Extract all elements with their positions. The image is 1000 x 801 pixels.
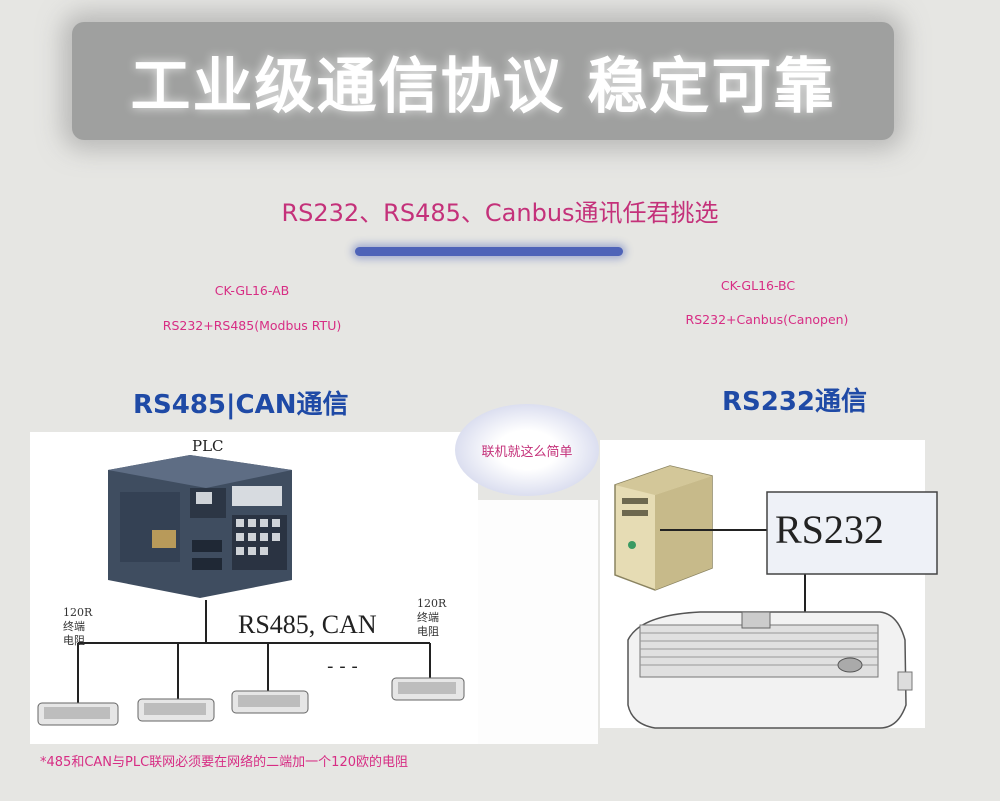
- bus-wiring: [77, 600, 431, 704]
- resistor-right-line1: 120R: [417, 597, 447, 610]
- left-panel-extension: [478, 500, 598, 744]
- resistor-right-line3: 电阻: [417, 625, 439, 638]
- bus-module-2-icon: [137, 698, 215, 722]
- bus-ellipsis: - - -: [327, 656, 358, 677]
- left-model-spec: RS232+RS485(Modbus RTU): [162, 318, 342, 333]
- bus-label: RS485, CAN: [238, 610, 377, 639]
- resistor-right-line2: 终端: [417, 611, 439, 624]
- resistor-left-line1: 120R: [63, 606, 93, 619]
- bus-module-4-icon: [391, 677, 465, 701]
- right-model-name: CK-GL16-BC: [720, 278, 796, 293]
- terminal-resistor-right-label: 120R 终端 电阻: [417, 597, 446, 639]
- bus-module-3-icon: [231, 690, 309, 714]
- bus-module-1-icon: [37, 702, 119, 726]
- right-model-spec: RS232+Canbus(Canopen): [685, 312, 849, 327]
- server-tower-icon: [614, 465, 713, 591]
- right-heading: RS232通信: [722, 387, 868, 417]
- connect-bubble: 联机就这么简单: [455, 404, 599, 496]
- resistor-left-line2: 终端: [63, 620, 85, 633]
- rs232-box-label: RS232: [775, 507, 884, 552]
- resistor-left-line3: 电阻: [63, 634, 85, 647]
- plc-label: PLC: [192, 437, 224, 455]
- plc-device-icon: [108, 455, 292, 598]
- left-heading: RS485|CAN通信: [133, 390, 349, 420]
- rs232-box: [766, 491, 938, 575]
- subtitle: RS232、RS485、Canbus通讯任君挑选: [281, 199, 719, 227]
- bubble-text: 联机就这么简单: [481, 444, 573, 460]
- industrial-device-icon: [627, 611, 913, 729]
- subtitle-underline: [355, 247, 623, 256]
- title-banner: 工业级通信协议 稳定可靠: [72, 22, 894, 140]
- footnote: *485和CAN与PLC联网必须要在网络的二端加一个120欧的电阻: [40, 755, 408, 770]
- terminal-resistor-left-label: 120R 终端 电阻: [63, 606, 92, 648]
- left-model-name: CK-GL16-AB: [214, 283, 290, 298]
- banner-title: 工业级通信协议 稳定可靠: [130, 51, 836, 122]
